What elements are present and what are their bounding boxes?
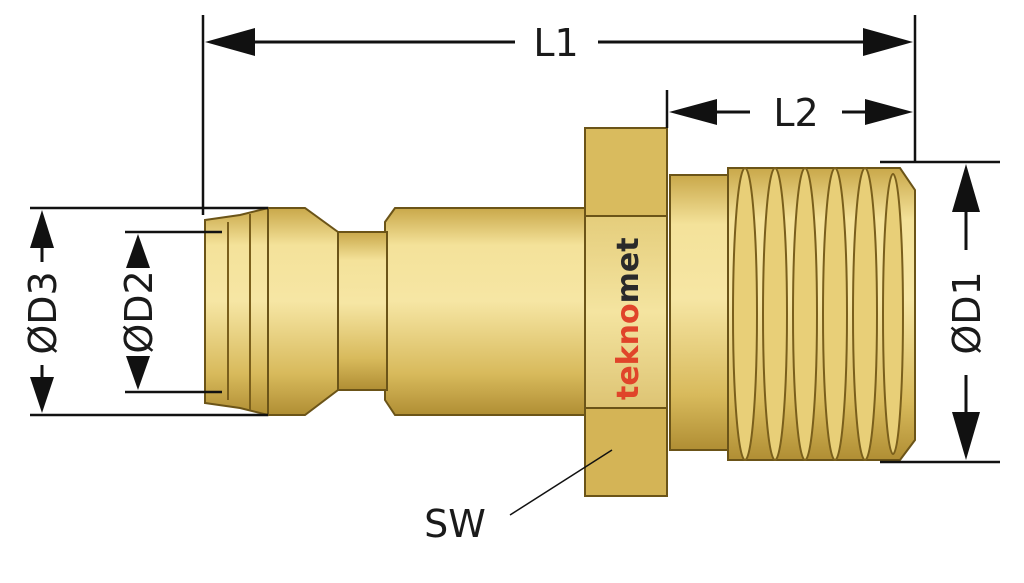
nose-tip	[204, 206, 269, 417]
svg-text:teknomet: teknomet	[611, 237, 646, 400]
label-d1: ØD1	[945, 271, 989, 354]
d1-arrow-top	[952, 164, 980, 212]
brand-part-2: met	[611, 237, 646, 303]
d3-arrow-top	[30, 210, 54, 248]
l2-arrow-right	[865, 99, 913, 125]
brand-logo: teknomet	[611, 237, 646, 400]
l1-arrow-right	[863, 28, 913, 56]
d2-arrow-bottom	[126, 356, 150, 390]
label-l2: L2	[773, 91, 818, 135]
label-d1-group: ØD1	[945, 271, 989, 354]
label-d3: ØD3	[21, 271, 65, 354]
thread-core	[669, 174, 731, 451]
l1-arrow-left	[205, 28, 255, 56]
label-sw: SW	[424, 502, 486, 546]
sw-leader-line	[509, 449, 613, 516]
l2-arrow-left	[669, 99, 717, 125]
neck-groove	[334, 231, 388, 391]
d1-arrow-bottom	[952, 412, 980, 460]
label-d2: ØD2	[117, 270, 161, 353]
d3-arrow-bottom	[30, 377, 54, 413]
hex-nut-flat-bottom	[584, 407, 668, 497]
nose-collar	[267, 207, 339, 416]
label-d3-group: ØD3	[21, 271, 65, 354]
dimensions	[30, 15, 1000, 516]
coupling-plug	[204, 127, 916, 497]
thread-ridges	[732, 167, 904, 461]
brand-part-1: tekno	[611, 303, 646, 400]
hex-nut-flat-top	[584, 127, 668, 217]
label-l1: L1	[533, 21, 578, 65]
main-shaft	[384, 207, 586, 416]
label-d2-group: ØD2	[117, 270, 161, 353]
d2-arrow-top	[126, 234, 150, 268]
